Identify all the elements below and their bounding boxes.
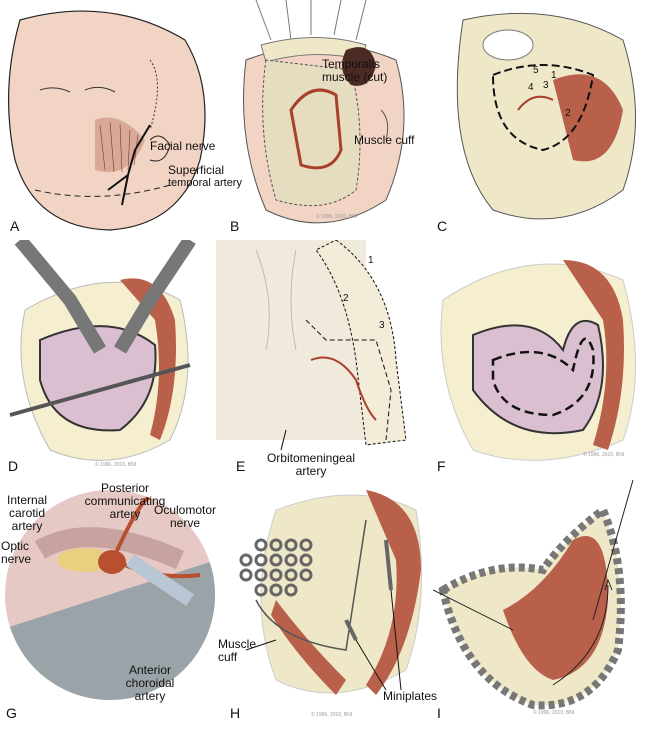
label-temporalis-line1: Temporalis — [322, 57, 381, 71]
panel-letter: E — [236, 458, 246, 474]
panel-letter: D — [8, 458, 19, 474]
copyright: © 1996, 2010, BNI — [316, 214, 358, 220]
panel-e: 1 2 3 Orbitomeningeal artery E — [216, 240, 433, 480]
step-number: 1 — [368, 255, 374, 266]
label-line: nerve — [169, 516, 201, 530]
label-line: communicating — [84, 494, 166, 508]
panel-letter: F — [437, 458, 446, 474]
label-line: choroidal — [125, 676, 175, 690]
step-number: 2 — [565, 108, 571, 119]
step-number: 4 — [528, 82, 534, 93]
panel-i: © 1996, 2010, BNI I — [433, 480, 650, 729]
closure-illustration — [433, 480, 634, 710]
copyright: © 1996, 2010, BNI — [95, 462, 137, 468]
label-line: Orbitomeningeal — [266, 451, 356, 465]
label-sta-line1: Superficial — [168, 163, 225, 177]
step-number: 3 — [543, 80, 549, 91]
reconstruction-illustration — [239, 490, 423, 695]
label-line: artery — [134, 689, 166, 703]
panel-letter: G — [6, 705, 17, 721]
label-line: Optic — [1, 539, 30, 553]
step-number: 3 — [379, 320, 385, 331]
label-orbitomeningeal-artery: Orbitomeningeal artery — [256, 452, 366, 478]
label-temporalis-line2: muscle (cut) — [322, 70, 388, 84]
label-line: Muscle — [218, 637, 257, 651]
label-sta-line2: temporal artery — [168, 177, 242, 189]
coronal-section-illustration — [216, 240, 407, 451]
panel-letter: C — [437, 218, 448, 234]
label-line: Internal — [6, 493, 48, 507]
panel-h: Muscle cuff Miniplates © 1996, 2010, BNI… — [216, 480, 437, 729]
panel-a: Facial nerve Superficial temporal artery… — [0, 0, 242, 240]
copyright: © 1996, 2010, BNI — [311, 712, 353, 718]
label-line: artery — [109, 507, 141, 521]
panel-letter: I — [437, 705, 441, 721]
label-optic-nerve: Optic nerve — [1, 540, 31, 566]
bone-flap-removed-illustration — [440, 260, 636, 461]
copyright: © 1996, 2010, BNI — [533, 710, 575, 716]
label-line: artery — [11, 519, 43, 533]
scalp-flap-illustration — [243, 0, 405, 224]
label-internal-carotid-artery: Internal carotid artery — [2, 494, 52, 533]
label-line: nerve — [1, 552, 32, 566]
step-number: 2 — [343, 293, 349, 304]
panel-letter: B — [230, 218, 240, 234]
label-muscle-cuff: Muscle cuff — [218, 638, 256, 664]
label-muscle-cuff: Muscle cuff — [354, 133, 415, 147]
panel-d: © 1996, 2010, BNI D — [0, 240, 216, 480]
skull-illustration — [456, 12, 636, 220]
label-miniplates: Miniplates — [383, 689, 438, 703]
label-line: Oculomotor — [153, 503, 217, 517]
drilling-illustration — [9, 240, 196, 461]
label-line: Posterior — [100, 481, 150, 495]
panel-letter: H — [230, 705, 241, 721]
panel-letter: A — [10, 218, 20, 234]
label-anterior-choroidal-artery: Anterior choroidal artery — [115, 664, 185, 703]
label-line: cuff — [218, 650, 238, 664]
label-line: carotid — [8, 506, 46, 520]
step-number: 1 — [551, 70, 557, 81]
label-oculomotor-nerve: Oculomotor nerve — [150, 504, 220, 530]
label-facial-nerve: Facial nerve — [150, 139, 216, 153]
panel-f: © 1996, 2010, BNI F — [433, 240, 650, 480]
panel-g: Internal carotid artery Posterior commun… — [0, 480, 216, 729]
step-number: 5 — [533, 65, 539, 76]
copyright: © 1996, 2010, BNI — [583, 452, 625, 458]
label-line: artery — [295, 464, 327, 478]
head-illustration — [7, 10, 206, 231]
label-line: Anterior — [128, 663, 172, 677]
panel-b: Temporalis muscle (cut) Muscle cuff © 19… — [216, 0, 433, 240]
panel-c: 5 1 3 4 2 C — [433, 0, 650, 240]
carotid-region-illustration — [5, 490, 215, 700]
label-posterior-communicating-artery: Posterior communicating artery — [80, 482, 170, 521]
